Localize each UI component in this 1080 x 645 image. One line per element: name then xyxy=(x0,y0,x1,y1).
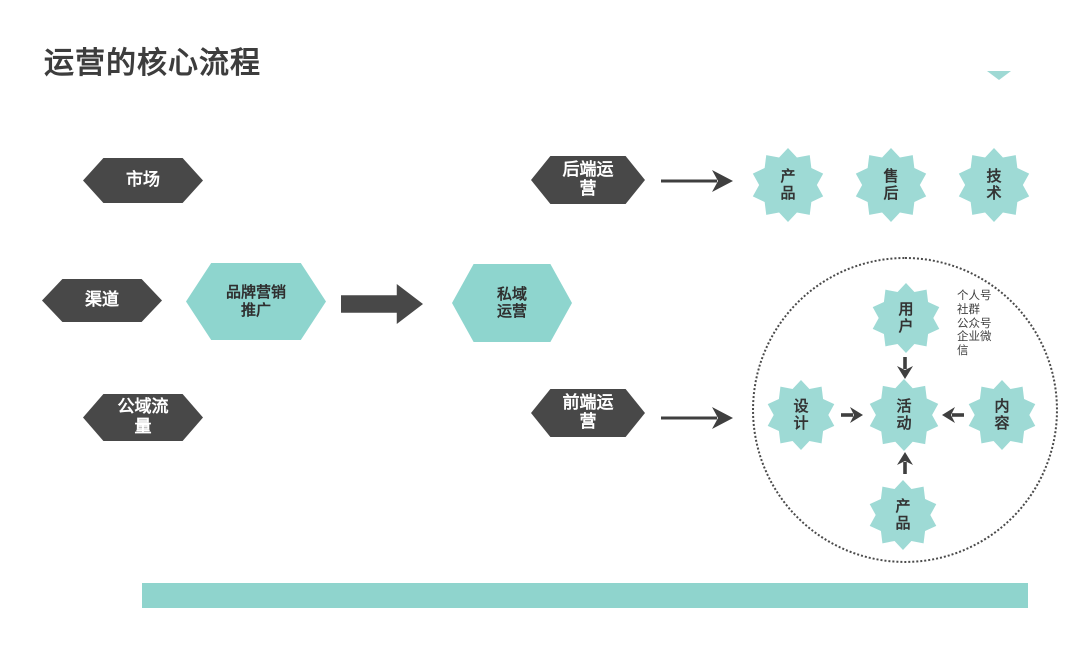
arrow-content-to-activity-icon xyxy=(942,407,964,423)
node-public-traffic: 公域流 量 xyxy=(83,394,203,441)
arrow-product-to-activity-icon xyxy=(897,452,913,474)
private-domain-circle xyxy=(752,257,1058,563)
badge-aftersales-label: 售 后 xyxy=(883,166,899,202)
badge-product-backend: 产 品 xyxy=(752,148,824,222)
badge-product-backend-label: 产 品 xyxy=(780,166,796,202)
badge-user-label: 用 户 xyxy=(898,299,914,335)
node-backend-ops: 后端运 营 xyxy=(531,156,645,204)
node-public-traffic-label: 公域流 量 xyxy=(117,397,169,437)
arrow-design-to-activity-icon xyxy=(841,407,863,423)
node-market: 市场 xyxy=(83,158,203,203)
badge-content-label: 内 容 xyxy=(994,396,1010,432)
badge-aftersales: 售 后 xyxy=(855,148,927,222)
node-channel-label: 渠道 xyxy=(85,289,119,310)
badge-tech: 技 术 xyxy=(958,148,1030,222)
node-brand-marketing: 品牌营销 推广 xyxy=(186,263,326,340)
badge-activity-label: 活 动 xyxy=(896,396,912,432)
node-frontend-ops-label: 前端运 营 xyxy=(562,392,614,432)
node-backend-ops-label: 后端运 营 xyxy=(562,159,614,199)
badge-product-circle-label: 产 品 xyxy=(895,496,911,532)
page-title: 运营的核心流程 xyxy=(44,46,261,81)
node-private-ops-label: 私域 运营 xyxy=(496,284,527,320)
arrow-frontend-icon xyxy=(661,407,733,429)
arrow-user-to-activity-icon xyxy=(897,357,913,379)
teal-triangle-icon xyxy=(987,71,1011,80)
node-private-ops: 私域 运营 xyxy=(452,264,572,342)
block-arrow-icon xyxy=(341,284,423,324)
node-frontend-ops: 前端运 营 xyxy=(531,389,645,437)
badge-tech-label: 技 术 xyxy=(986,166,1002,202)
node-market-label: 市场 xyxy=(126,169,160,190)
node-channel: 渠道 xyxy=(42,279,162,322)
arrow-backend-icon xyxy=(661,170,733,192)
bottom-accent-bar xyxy=(142,583,1028,608)
channels-note: 个人号 社群 公众号 企业微 信 xyxy=(957,288,992,358)
node-brand-marketing-label: 品牌营销 推广 xyxy=(225,283,286,319)
badge-design-label: 设 计 xyxy=(793,396,809,432)
